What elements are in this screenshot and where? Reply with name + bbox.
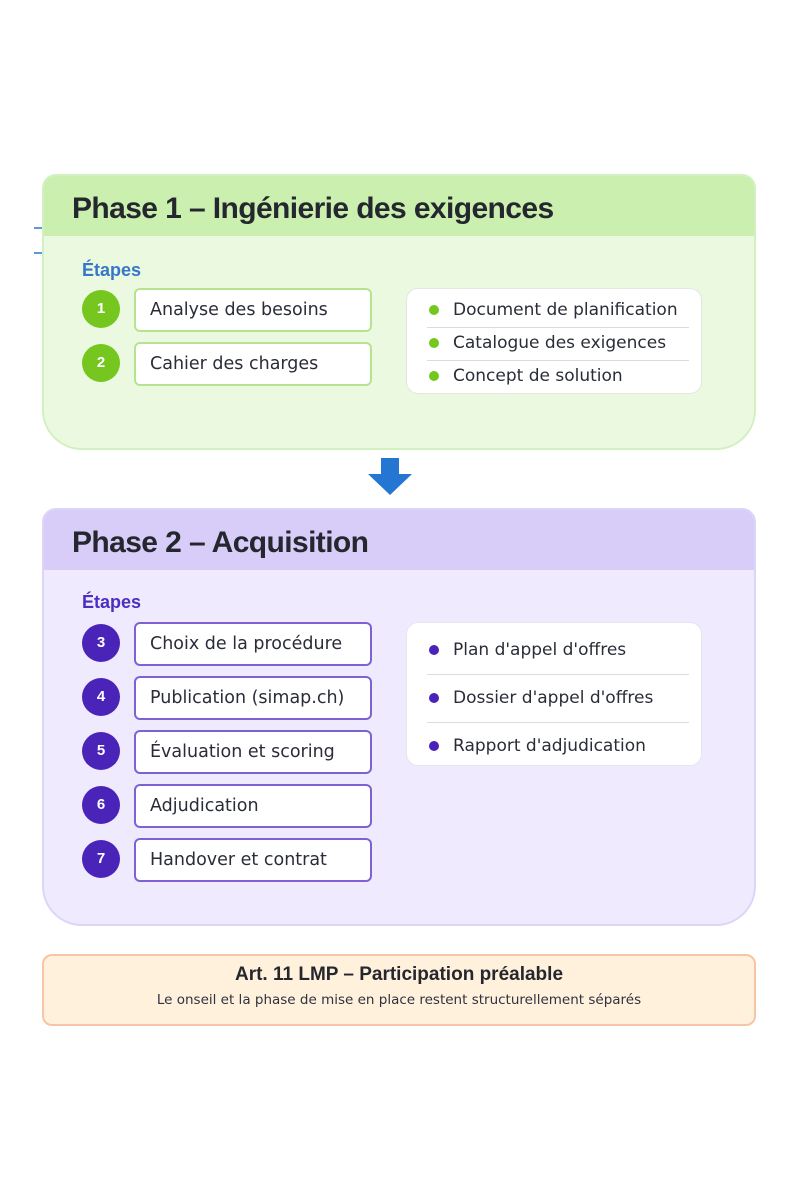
step-label: Adjudication (134, 784, 372, 828)
bullet-dot-icon (429, 338, 439, 348)
deliverable-label: Catalogue des exigences (453, 333, 667, 353)
step-label: Choix de la procédure (134, 622, 372, 666)
legal-note-box: Art. 11 LMP – Participation préalable Le… (42, 954, 756, 1026)
step-number-badge: 4 (82, 678, 120, 716)
deliverable-item: Rapport d'adjudication (427, 723, 695, 771)
step-label: Handover et contrat (134, 838, 372, 882)
deliverable-item: Plan d'appel d'offres (427, 627, 695, 675)
phase-2-title: Phase 2 – Acquisition (44, 510, 754, 570)
bullet-dot-icon (429, 371, 439, 381)
step-number-badge: 3 (82, 624, 120, 662)
bullet-dot-icon (429, 741, 439, 751)
note-title: Art. 11 LMP – Participation préalable (234, 964, 564, 985)
phase-1-steps-label: Étapes (82, 260, 142, 280)
phase-1-panel: Phase 1 – Ingénierie des exigences Étape… (42, 174, 756, 450)
deliverable-label: Rapport d'adjudication (453, 736, 646, 756)
step-label: Analyse des besoins (134, 288, 372, 332)
bullet-dot-icon (429, 693, 439, 703)
phase-2-panel: Phase 2 – Acquisition Étapes 3 Choix de … (42, 508, 756, 926)
phase-2-steps-label: Étapes (82, 592, 142, 612)
deliverable-label: Plan d'appel d'offres (453, 640, 627, 660)
phase-1-deliverables: Document de planification Catalogue des … (406, 288, 702, 394)
deliverable-item: Catalogue des exigences (427, 328, 695, 361)
deliverable-item: Concept de solution (427, 361, 695, 394)
step-number-badge: 2 (82, 344, 120, 382)
bullet-dot-icon (429, 305, 439, 315)
deliverable-item: Dossier d'appel d'offres (427, 675, 695, 723)
deliverable-label: Concept de solution (453, 366, 623, 386)
step-number-badge: 5 (82, 732, 120, 770)
step-label: Évaluation et scoring (134, 730, 372, 774)
deliverable-item: Document de planification (427, 295, 695, 328)
step-label: Publication (simap.ch) (134, 676, 372, 720)
phase-1-title: Phase 1 – Ingénierie des exigences (44, 176, 754, 236)
step-label: Cahier des charges (134, 342, 372, 386)
deliverable-label: Document de planification (453, 300, 678, 320)
bullet-dot-icon (429, 645, 439, 655)
step-number-badge: 7 (82, 840, 120, 878)
connector-marks (34, 227, 42, 254)
phase-2-deliverables: Plan d'appel d'offres Dossier d'appel d'… (406, 622, 702, 766)
step-number-badge: 6 (82, 786, 120, 824)
arrow-down-icon (368, 458, 412, 495)
deliverable-label: Dossier d'appel d'offres (453, 688, 654, 708)
note-subtitle: Le onseil et la phase de mise en place r… (156, 992, 642, 1008)
step-number-badge: 1 (82, 290, 120, 328)
